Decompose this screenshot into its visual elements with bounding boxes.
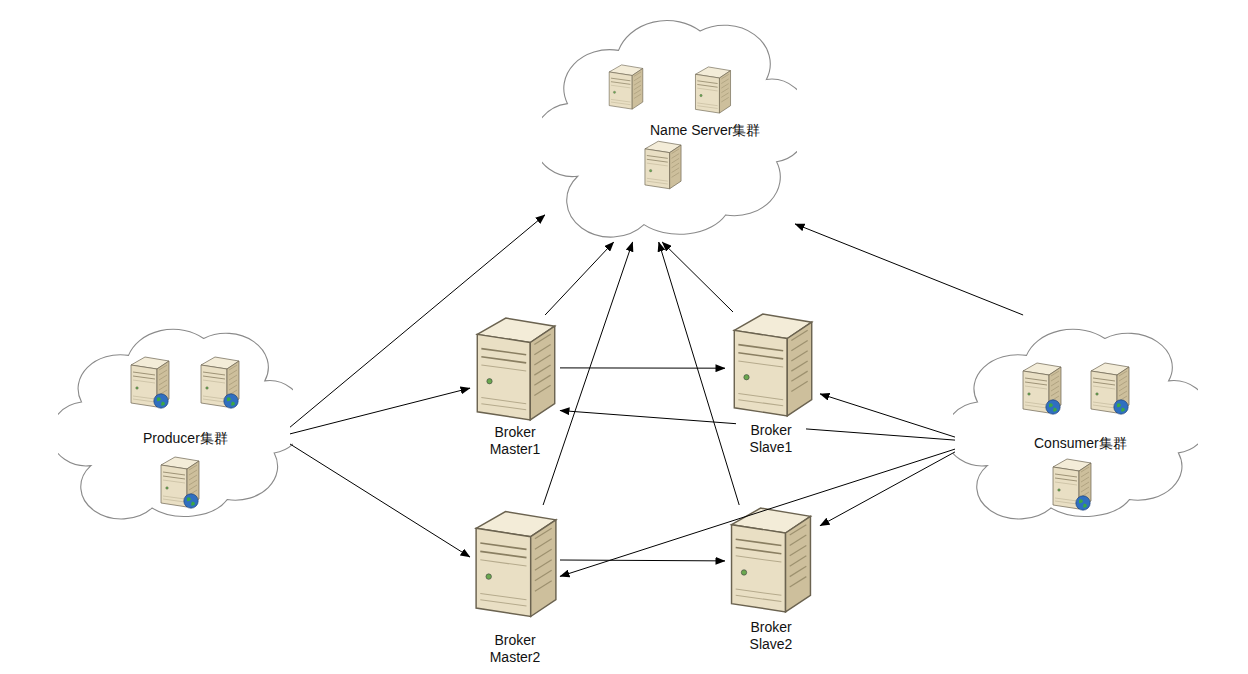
broker-master: Broker Master2 bbox=[470, 505, 560, 671]
producer-cluster: Producer集群 bbox=[60, 315, 290, 525]
node-label: Name Server集群 bbox=[648, 122, 762, 139]
arrow-connector bbox=[290, 215, 545, 427]
broker-server-icon bbox=[734, 314, 811, 416]
cloud-outline bbox=[945, 329, 1210, 519]
name-server-cloud bbox=[534, 21, 810, 238]
node-label: Broker Slave1 bbox=[736, 422, 806, 456]
node-label: Producer集群 bbox=[141, 430, 230, 447]
arrow-connector bbox=[795, 224, 1023, 315]
broker-server-icon bbox=[732, 508, 811, 612]
arrow-connector bbox=[560, 560, 725, 562]
broker-slave: Broker Slave1 bbox=[725, 312, 820, 460]
globe-badge bbox=[1114, 400, 1128, 414]
globe-badge bbox=[1046, 400, 1060, 414]
broker-slave: Broker Slave2 bbox=[725, 505, 820, 661]
globe-badge bbox=[184, 494, 198, 508]
producer-cloud bbox=[51, 329, 305, 519]
cloud-outline bbox=[534, 21, 810, 238]
arrow-connector bbox=[290, 388, 470, 434]
name-server-cluster: Name Server集群 bbox=[545, 2, 795, 242]
broker-server-icon bbox=[477, 318, 554, 420]
globe-badge bbox=[154, 394, 168, 408]
consumer-cloud bbox=[945, 329, 1210, 519]
node-label: Broker Slave2 bbox=[736, 619, 806, 653]
arrow-connector bbox=[662, 242, 733, 312]
arrow-connector bbox=[659, 242, 740, 505]
broker-master: Broker Master1 bbox=[470, 315, 560, 475]
broker-server-icon bbox=[476, 512, 556, 617]
server-icon bbox=[695, 67, 730, 113]
globe-badge bbox=[1076, 496, 1090, 510]
arrow-connector bbox=[560, 449, 955, 576]
arrow-connector bbox=[545, 242, 614, 315]
cloud-outline bbox=[51, 329, 305, 519]
globe-badge bbox=[224, 394, 238, 408]
node-label: Broker Master1 bbox=[480, 424, 550, 458]
server-icon bbox=[609, 65, 643, 109]
node-label: Broker Master2 bbox=[480, 632, 550, 666]
consumer-cluster: Consumer集群 bbox=[955, 315, 1200, 525]
node-label: Consumer集群 bbox=[1032, 435, 1129, 452]
arrow-connector bbox=[290, 444, 470, 557]
arrow-connector bbox=[820, 452, 955, 526]
server-icon bbox=[645, 141, 681, 189]
arrow-connector bbox=[560, 367, 725, 368]
arrow-connector bbox=[543, 242, 633, 505]
arrow-connector bbox=[820, 394, 955, 437]
